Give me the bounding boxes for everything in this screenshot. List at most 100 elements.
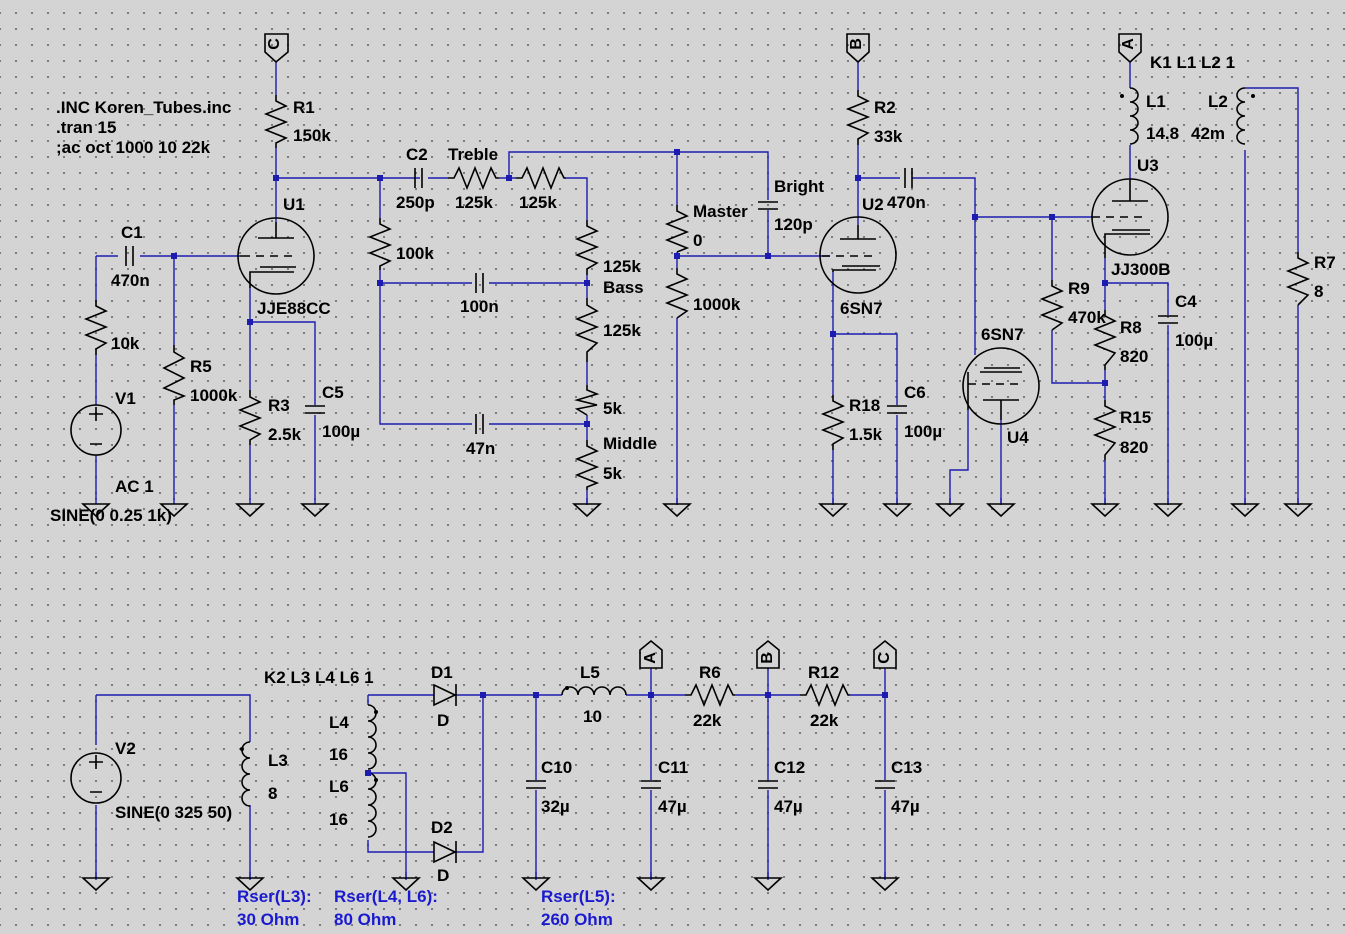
l2-name: L2 xyxy=(1208,92,1228,111)
rser-l3-title: Rser(L3): xyxy=(237,887,312,906)
v2-name: V2 xyxy=(115,739,136,758)
middle-value-b: 5k xyxy=(603,464,622,483)
triodes xyxy=(237,178,1169,425)
bright-value: 120p xyxy=(774,215,813,234)
c5-value: 100µ xyxy=(322,422,361,441)
ac-directive: ;ac oct 1000 10 22k xyxy=(56,138,211,157)
c12-name: C12 xyxy=(774,758,806,777)
rser-l3-value: 30 Ohm xyxy=(237,910,300,929)
c10-value: 32µ xyxy=(541,797,570,816)
port-a-label: A xyxy=(1119,38,1137,50)
l4-value: 16 xyxy=(329,745,348,764)
rser-l5-title: Rser(L5): xyxy=(541,887,616,906)
junctions xyxy=(171,149,1108,776)
ground-symbols xyxy=(82,497,1312,891)
c13-name: C13 xyxy=(891,758,923,777)
middle-name: Middle xyxy=(603,434,657,453)
wires xyxy=(95,62,1299,880)
v1-name: V1 xyxy=(115,389,136,408)
r12-name: R12 xyxy=(808,663,840,682)
tran-directive: .tran 15 xyxy=(56,118,117,137)
r3-name: R3 xyxy=(268,396,290,415)
r7-name: R7 xyxy=(1314,253,1336,272)
d2-value: D xyxy=(437,866,450,885)
port-c-label-2: C xyxy=(875,652,893,664)
c47n-value: 47n xyxy=(466,439,496,458)
port-flags xyxy=(264,33,1142,669)
c2-value: 250p xyxy=(396,193,435,212)
r9-value: 470k xyxy=(1068,308,1106,327)
treble-value-a: 125k xyxy=(455,193,493,212)
voltage-sources xyxy=(70,404,122,804)
capacitors xyxy=(125,168,1178,789)
master-name: Master xyxy=(693,202,748,221)
c1-value: 470n xyxy=(111,271,150,290)
port-b-label: B xyxy=(847,38,865,50)
v1-value: SINE(0 0.25 1k) xyxy=(50,506,172,525)
c470n2-value: 470n xyxy=(887,193,926,212)
l5-name: L5 xyxy=(580,663,600,682)
u2-name: U2 xyxy=(862,195,884,214)
include-directive: .INC Koren_Tubes.inc xyxy=(56,98,232,117)
bright-name: Bright xyxy=(774,177,825,196)
l6-name: L6 xyxy=(329,777,349,796)
r6-name: R6 xyxy=(699,663,721,682)
l4-name: L4 xyxy=(329,713,349,732)
l3-name: L3 xyxy=(268,751,288,770)
r1-name: R1 xyxy=(293,98,315,117)
l5-value: 10 xyxy=(583,707,602,726)
treble-value-b: 125k xyxy=(519,193,557,212)
c5-name: C5 xyxy=(322,383,344,402)
r6-value: 22k xyxy=(693,711,722,730)
c6-name: C6 xyxy=(904,383,926,402)
rser-l46-title: Rser(L4, L6): xyxy=(334,887,438,906)
u1-value: JJE88CC xyxy=(257,299,331,318)
r5-value: 1000k xyxy=(190,386,238,405)
c4-name: C4 xyxy=(1175,292,1197,311)
u1-name: U1 xyxy=(283,195,305,214)
u4-name: U4 xyxy=(1007,428,1029,447)
l1-value: 14.8 xyxy=(1146,124,1180,143)
c6-value: 100µ xyxy=(904,422,943,441)
l2-value: 42m xyxy=(1191,124,1226,143)
r18-value: 1.5k xyxy=(849,425,883,444)
bass-name: Bass xyxy=(603,278,644,297)
r5-name: R5 xyxy=(190,357,212,376)
r9-name: R9 xyxy=(1068,279,1090,298)
r2-name: R2 xyxy=(874,98,896,117)
treble-name: Treble xyxy=(448,145,499,164)
v1-ac: AC 1 xyxy=(115,477,154,496)
r3-value: 2.5k xyxy=(268,425,302,444)
resistors xyxy=(83,90,1311,708)
c13-value: 47µ xyxy=(891,797,920,816)
l6-value: 16 xyxy=(329,810,348,829)
u3-value: JJ300B xyxy=(1111,260,1171,279)
c11-name: C11 xyxy=(658,758,689,777)
r15-name: R15 xyxy=(1120,408,1152,427)
bass-value-a: 125k xyxy=(603,257,641,276)
inductor-dots xyxy=(240,94,1255,782)
r1-value: 150k xyxy=(293,126,331,145)
port-a-label-2: A xyxy=(641,652,659,664)
r18-name: R18 xyxy=(849,396,881,415)
r100k-value: 100k xyxy=(396,244,434,263)
u4-value: 6SN7 xyxy=(981,325,1024,344)
c10-name: C10 xyxy=(541,758,573,777)
l1-name: L1 xyxy=(1146,92,1166,111)
port-c-label: C xyxy=(265,38,283,50)
middle-value-a: 5k xyxy=(603,399,622,418)
rser-l5-value: 260 Ohm xyxy=(541,910,613,929)
c2-name: C2 xyxy=(406,145,428,164)
r8-value: 820 xyxy=(1120,347,1149,366)
rser-l46-value: 80 Ohm xyxy=(334,910,397,929)
d1-value: D xyxy=(437,711,450,730)
r15-value: 820 xyxy=(1120,438,1149,457)
r1000k-value: 1000k xyxy=(693,295,741,314)
r7-value: 8 xyxy=(1314,282,1324,301)
r2-value: 33k xyxy=(874,127,903,146)
diodes xyxy=(433,683,457,864)
master-value: 0 xyxy=(693,231,703,250)
rin-value: 10k xyxy=(111,334,140,353)
